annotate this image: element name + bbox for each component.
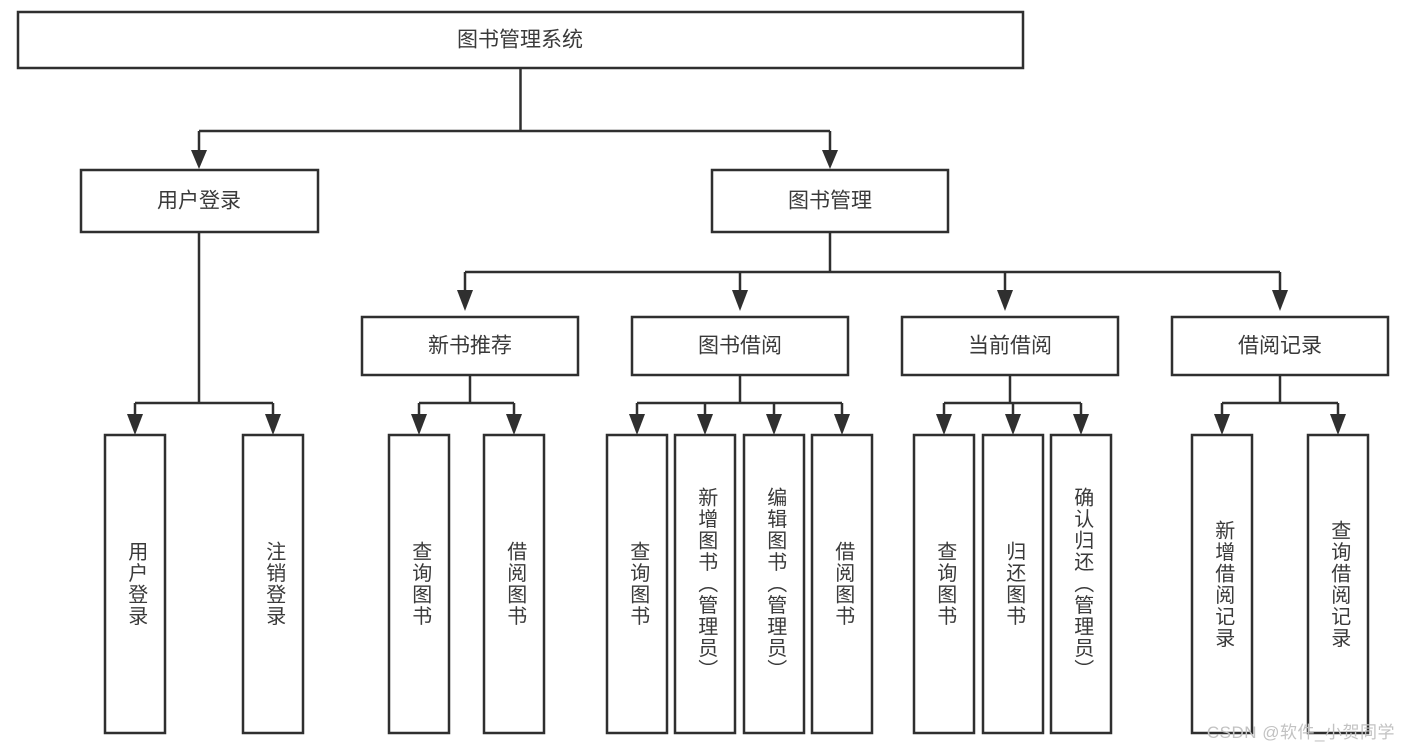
leaf-box-edit-book[interactable] xyxy=(742,433,806,735)
csdn-watermark: CSDN @软件_小贺同学 xyxy=(1206,723,1395,742)
leaf-box-user-login[interactable] xyxy=(103,433,167,735)
leaf-box-logout[interactable] xyxy=(241,433,305,735)
node-book-manage-box[interactable] xyxy=(710,168,950,234)
connector-group-user-login xyxy=(127,232,281,435)
connector-group-borrow-record xyxy=(1214,375,1346,435)
connector-group-new-book-recommend xyxy=(411,375,522,435)
connector-group-book-manage xyxy=(457,232,1288,311)
node-book-manage[interactable]: 图书管理 xyxy=(710,168,950,234)
leaf-box-query-book-3[interactable] xyxy=(912,433,976,735)
leaf-box-borrow-book-1[interactable] xyxy=(482,433,546,735)
connector-group-book-borrow xyxy=(629,375,850,435)
leaf-box-add-record[interactable] xyxy=(1190,433,1254,735)
node-user-login-box[interactable] xyxy=(79,168,320,234)
node-root-box[interactable] xyxy=(16,10,1025,70)
node-borrow-record-box[interactable] xyxy=(1170,315,1390,377)
node-user-login[interactable]: 用户登录 xyxy=(79,168,320,234)
node-current-borrow[interactable]: 当前借阅 xyxy=(900,315,1120,377)
node-borrow-record-label: 借阅记录 xyxy=(1238,335,1322,358)
leaf-box-confirm-return[interactable] xyxy=(1049,433,1113,735)
node-root-label: 图书管理系统 xyxy=(457,29,583,52)
node-book-manage-label: 图书管理 xyxy=(788,190,872,213)
node-book-borrow-label: 图书借阅 xyxy=(698,335,782,358)
connector-group-root xyxy=(191,68,838,169)
node-new-book-recommend-box[interactable] xyxy=(360,315,580,377)
leaf-boxes xyxy=(103,433,1370,735)
leaf-box-query-record[interactable] xyxy=(1306,433,1370,735)
node-root[interactable]: 图书管理系统 xyxy=(16,10,1025,70)
node-user-login-label: 用户登录 xyxy=(157,190,241,213)
connector-group-current-borrow xyxy=(936,375,1089,435)
leaf-box-query-book-2[interactable] xyxy=(605,433,669,735)
node-book-borrow[interactable]: 图书借阅 xyxy=(630,315,850,377)
node-new-book-recommend-label: 新书推荐 xyxy=(428,335,512,358)
leaf-box-borrow-book-2[interactable] xyxy=(810,433,874,735)
node-book-borrow-box[interactable] xyxy=(630,315,850,377)
leaf-box-add-book[interactable] xyxy=(673,433,737,735)
node-new-book-recommend[interactable]: 新书推荐 xyxy=(360,315,580,377)
leaf-box-query-book-1[interactable] xyxy=(387,433,451,735)
node-borrow-record[interactable]: 借阅记录 xyxy=(1170,315,1390,377)
leaf-box-return-book[interactable] xyxy=(981,433,1045,735)
node-current-borrow-label: 当前借阅 xyxy=(968,335,1052,358)
node-current-borrow-box[interactable] xyxy=(900,315,1120,377)
